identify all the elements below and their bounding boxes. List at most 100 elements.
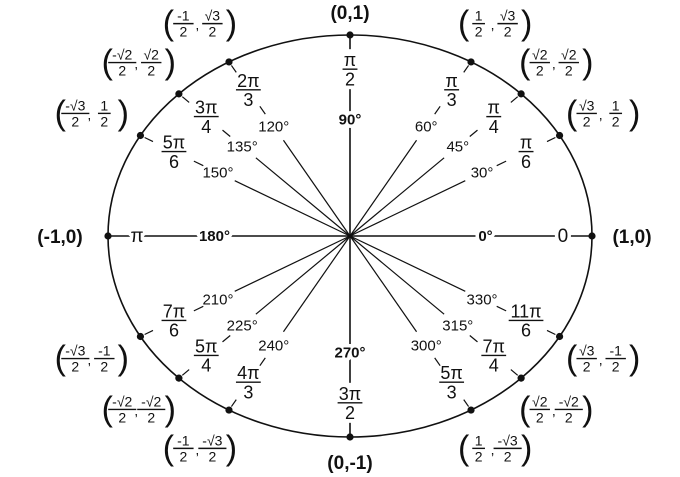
fraction-denominator: 2 (147, 409, 155, 425)
circle-point (555, 332, 564, 341)
left-paren: ( (55, 340, 67, 378)
circle-point (467, 58, 475, 66)
comma: , (599, 352, 603, 368)
tick-mark (546, 136, 556, 143)
left-paren: ( (519, 390, 531, 428)
fraction-numerator: √3 (205, 8, 221, 24)
circle-point (517, 90, 525, 98)
tick-mark (181, 369, 190, 376)
fraction-denominator: 2 (208, 24, 216, 40)
radian-label: π3 (444, 71, 460, 110)
tick-mark (546, 329, 556, 336)
fraction-numerator: π (520, 133, 532, 153)
tick-mark (181, 96, 190, 103)
degree-label: 150° (202, 165, 233, 182)
degree-label: 135° (227, 138, 258, 155)
fraction-denominator: 3 (243, 90, 253, 110)
fraction-numerator: π (445, 71, 457, 91)
coordinate-label: (√32,12) (566, 94, 640, 132)
fraction-denominator: 2 (504, 448, 512, 464)
tick-mark (144, 329, 154, 336)
degree-label: 300° (411, 338, 442, 355)
fraction-numerator: -√3 (65, 97, 85, 113)
fraction-denominator: 2 (612, 359, 620, 375)
degree-label: 180° (199, 228, 230, 245)
coordinate-label: (0,-1) (327, 453, 372, 474)
degree-label: 315° (442, 318, 473, 335)
x-coordinate: -√32 (61, 97, 90, 129)
spoke-line (349, 235, 445, 315)
left-paren: ( (102, 390, 114, 428)
radian-label: 5π6 (161, 133, 187, 172)
fraction-numerator: 7π (163, 301, 185, 321)
spoke-line (234, 235, 351, 292)
left-paren: ( (458, 429, 470, 467)
coordinate-label: (-√22,-√22) (102, 390, 176, 428)
fraction-denominator: 2 (71, 113, 79, 129)
fraction-denominator: 2 (583, 359, 591, 375)
angle-30: 30°π6(√32,12) (349, 94, 640, 237)
circle-point (225, 58, 233, 66)
degree-label: 0° (478, 228, 492, 245)
left-paren: ( (55, 94, 67, 132)
y-coordinate: -12 (94, 343, 115, 375)
tick-mark (259, 105, 266, 115)
fraction-numerator: 1 (100, 97, 108, 113)
circle-point (175, 90, 183, 98)
fraction-denominator: 2 (179, 24, 187, 40)
right-paren: ) (118, 340, 129, 378)
coordinate-label: (1,0) (612, 227, 651, 248)
comma: , (491, 441, 495, 457)
fraction-denominator: 2 (475, 448, 483, 464)
y-coordinate: √32 (497, 8, 518, 40)
fraction-denominator: 4 (489, 117, 499, 137)
radian-label: 5π3 (439, 363, 465, 403)
fraction-numerator: 5π (195, 336, 217, 356)
fraction-numerator: -√2 (559, 393, 579, 409)
left-paren: ( (163, 5, 175, 43)
comma: , (552, 56, 556, 72)
degree-label: 60° (415, 118, 438, 135)
angle-150: 150°5π6(-√32,12) (55, 94, 351, 237)
tick-mark (259, 357, 266, 367)
fraction-denominator: 6 (521, 321, 531, 341)
comma: , (87, 106, 91, 122)
tick-mark (434, 105, 441, 115)
coordinate-label: (-√32,-12) (55, 340, 129, 378)
fraction-numerator: π (488, 98, 500, 118)
circle-point (517, 374, 525, 382)
spoke-line (349, 235, 418, 333)
right-paren: ) (226, 5, 237, 43)
fraction-denominator: 2 (118, 63, 126, 79)
x-coordinate: √22 (529, 393, 550, 425)
fraction-numerator: -√3 (202, 432, 222, 448)
degree-label: 90° (339, 111, 362, 128)
angle-60: 60°π3(12,√32) (349, 5, 532, 237)
right-paren: ) (629, 340, 640, 378)
fraction-numerator: 5π (163, 133, 185, 153)
fraction-numerator: 1 (612, 97, 620, 113)
fraction-denominator: 2 (147, 63, 155, 79)
y-coordinate: √32 (202, 8, 223, 40)
radian-label: π2 (340, 49, 360, 89)
angle-120: 120°2π3(-12,√32) (163, 5, 351, 237)
fraction-numerator: 1 (475, 432, 483, 448)
fraction-numerator: √2 (143, 47, 159, 63)
angle-135: 135°3π4(-√22,√22) (102, 44, 351, 237)
tick-mark (510, 96, 519, 103)
right-paren: ) (582, 44, 593, 82)
tick-mark (193, 160, 204, 167)
y-coordinate: 12 (97, 97, 111, 129)
fraction-numerator: 11π (510, 301, 541, 321)
fraction-denominator: 2 (208, 448, 216, 464)
y-coordinate: -√32 (493, 432, 522, 464)
fraction-denominator: 4 (201, 117, 211, 137)
comma: , (87, 352, 91, 368)
radian-label: 0 (558, 226, 569, 247)
angle-315: 315°7π4(√22,-√22) (349, 235, 593, 428)
fraction-denominator: 6 (169, 152, 179, 172)
circle-point (555, 131, 564, 140)
angle-225: 225°5π4(-√22,-√22) (102, 235, 351, 428)
fraction-numerator: 4π (237, 363, 259, 383)
